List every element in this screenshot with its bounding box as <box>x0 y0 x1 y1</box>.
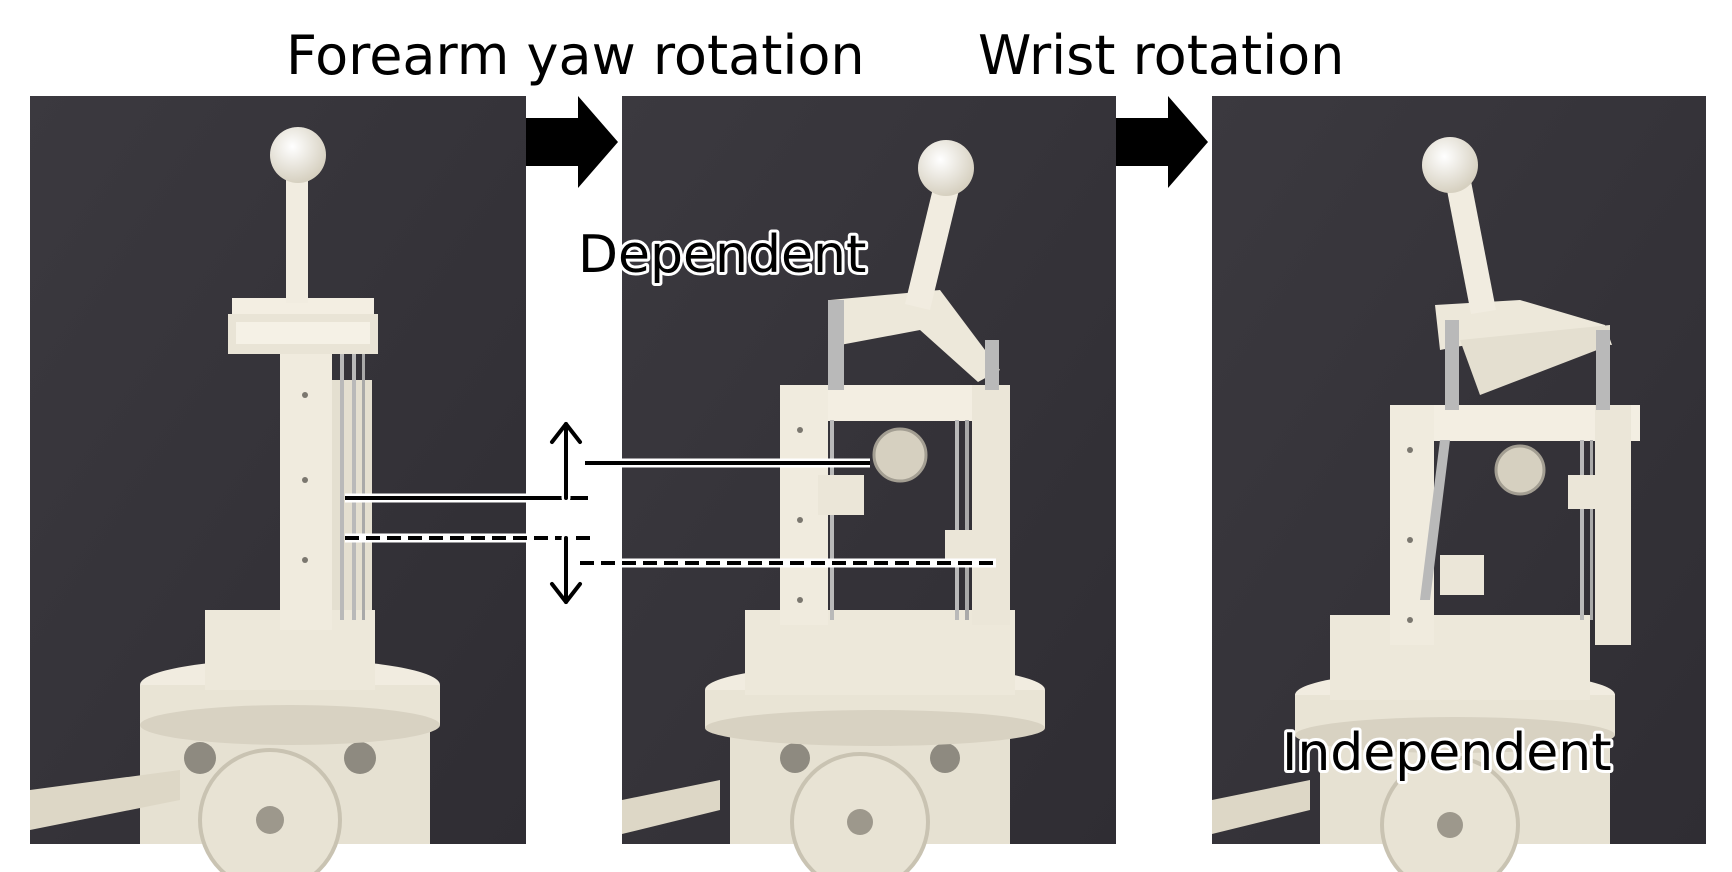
dashed-reference-line <box>345 533 996 568</box>
label-independent: Independent <box>1282 723 1612 783</box>
label-dependent: Dependent <box>578 225 866 285</box>
solid-reference-line <box>345 458 870 503</box>
right-arrow-icon <box>1116 96 1208 188</box>
title-forearm-yaw-rotation: Forearm yaw rotation <box>286 24 865 87</box>
photo-panel-dependent <box>622 96 1116 872</box>
photo-panel-independent <box>1212 96 1706 872</box>
double-headed-vertical-arrow-icon <box>547 419 585 607</box>
right-arrow-icon <box>526 96 618 188</box>
title-wrist-rotation: Wrist rotation <box>978 24 1344 87</box>
photo-panel-initial <box>30 96 526 872</box>
